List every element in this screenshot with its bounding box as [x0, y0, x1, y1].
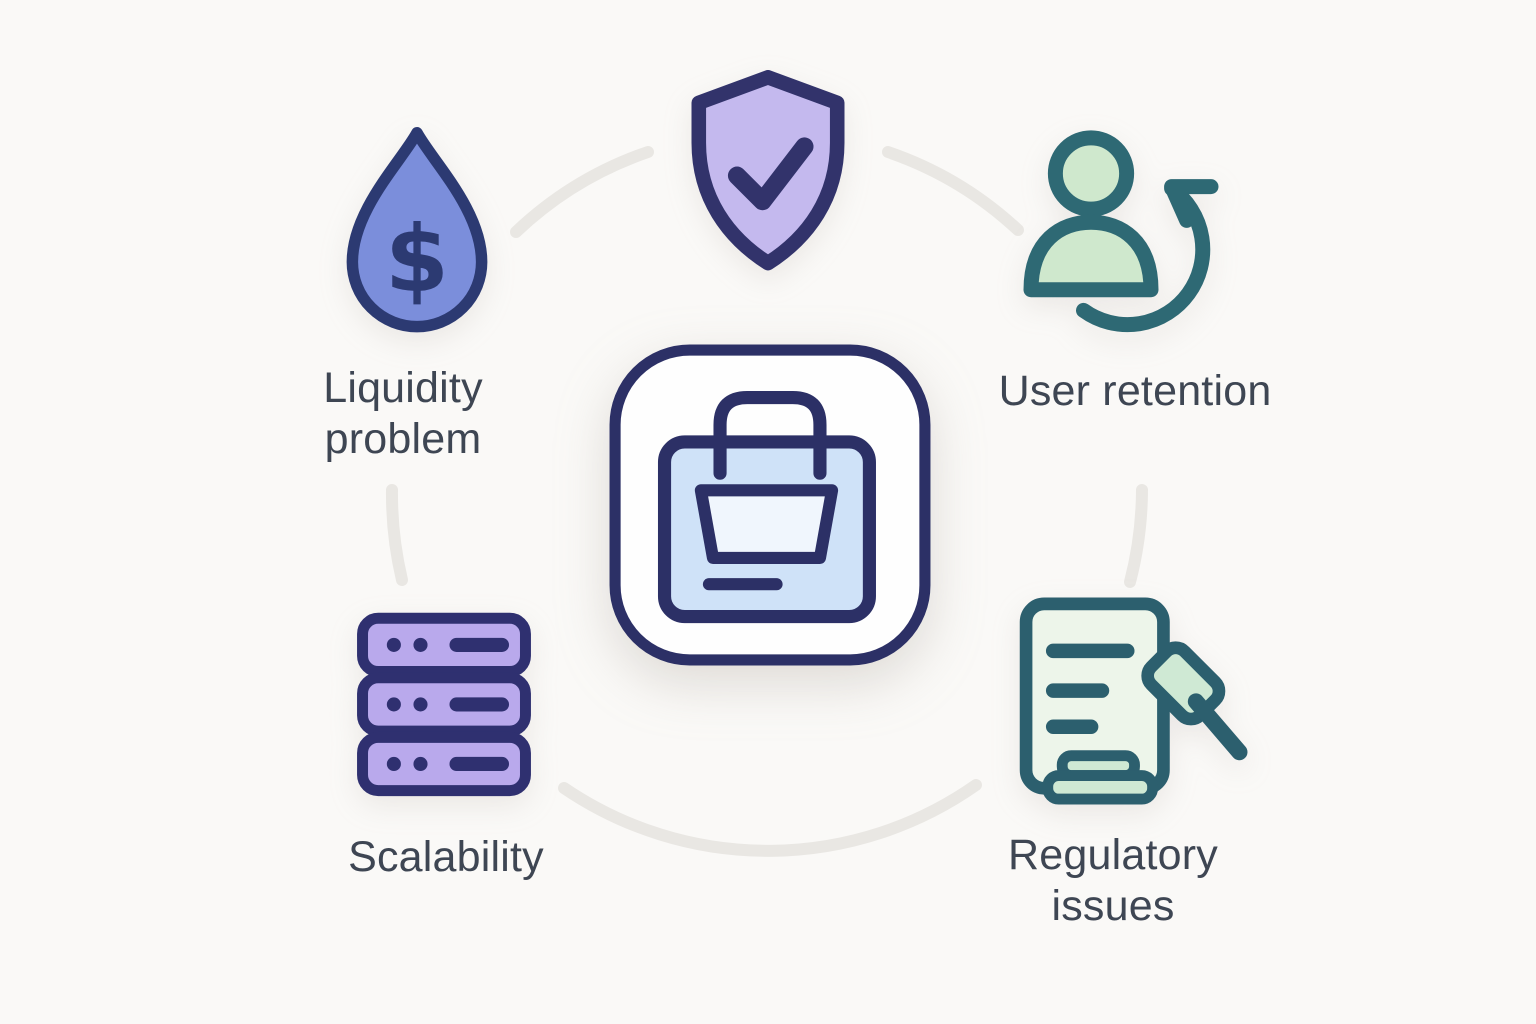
document-text-lines — [1045, 643, 1135, 735]
arc-left — [385, 484, 408, 586]
arc-top-right — [882, 146, 1024, 236]
label-user-retention: User retention — [998, 367, 1272, 415]
server-stack-icon — [350, 610, 538, 802]
document-gavel-icon — [1008, 590, 1252, 822]
label-liquidity-problem: Liquidity problem — [323, 364, 483, 463]
bag-handle — [713, 390, 827, 480]
arrowhead — [1164, 179, 1219, 228]
dollar-sign-glyph: $ — [385, 206, 449, 313]
label-scalability: Scalability — [348, 833, 544, 881]
money-drop-icon: $ — [338, 115, 496, 343]
basket — [694, 484, 839, 565]
arc-right — [1124, 484, 1148, 588]
arc-bottom — [558, 779, 982, 857]
label-regulatory-issues: Regulatory issues — [1008, 831, 1218, 930]
user-refresh-icon — [1016, 128, 1226, 354]
shopping-bag-app-icon — [607, 342, 933, 668]
gavel-base — [1042, 750, 1159, 805]
shield-check-icon — [676, 70, 860, 274]
arc-top-left — [510, 146, 654, 238]
gavel-handle — [1187, 693, 1248, 761]
